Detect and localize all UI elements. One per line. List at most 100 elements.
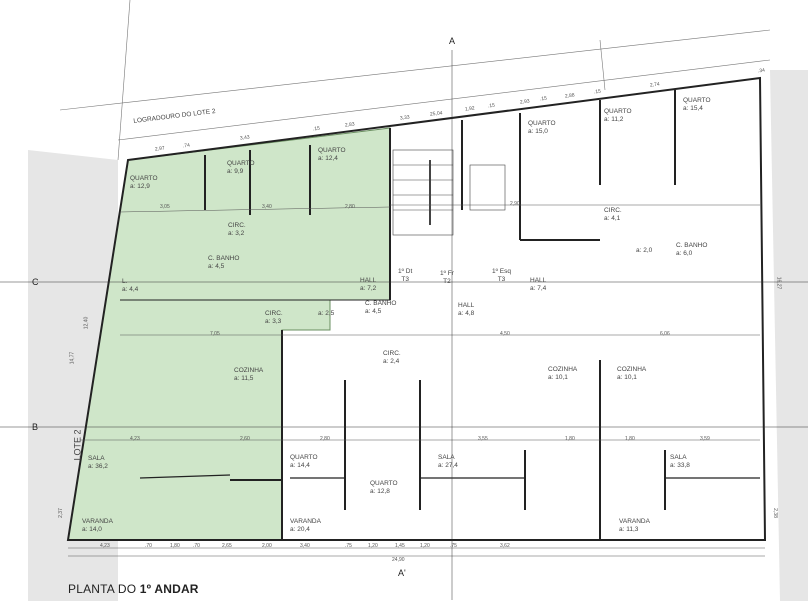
room-name: QUARTO <box>370 480 398 487</box>
room-name: COZINHA <box>617 366 647 373</box>
room-label: a: 2,5 <box>318 310 334 318</box>
dimension-label: 1,80 <box>625 436 635 442</box>
room-name: CIRC. <box>383 350 401 357</box>
dimension-lines <box>0 50 808 600</box>
dimension-label: 24,90 <box>392 557 405 563</box>
room-area: a: 14,0 <box>82 526 102 533</box>
room-area: a: 11,2 <box>604 116 624 123</box>
room-area: a: 36,2 <box>88 463 108 470</box>
dimension-label: 3,33 <box>399 114 411 122</box>
room-name: CIRC. <box>228 222 246 229</box>
dimension-label: 12,40 <box>83 316 90 330</box>
room-area: a: 2,0 <box>636 247 653 254</box>
dimension-label: 2,80 <box>345 204 355 210</box>
room-area: a: 11,3 <box>619 526 639 533</box>
room-name: SALA <box>88 455 105 462</box>
room-label: CIRC.a: 3,2 <box>228 222 246 238</box>
dimension-label: .34 <box>757 67 766 75</box>
room-area: a: 10,1 <box>617 374 637 381</box>
dimension-label: 25,04 <box>429 109 443 118</box>
dimension-label: 16,27 <box>775 276 782 290</box>
room-name: CIRC. <box>265 310 283 317</box>
room-area: a: 2,5 <box>318 310 335 317</box>
dimension-label: 4,23 <box>100 543 110 549</box>
room-area: a: 12,9 <box>130 183 150 190</box>
room-area: a: 7,4 <box>530 285 547 292</box>
room-name: QUARTO <box>290 454 318 461</box>
dimension-label: 1,80 <box>565 436 575 442</box>
room-name: VARANDA <box>82 518 113 525</box>
room-area: a: 12,8 <box>370 488 390 495</box>
dimension-label: 2,65 <box>222 543 232 549</box>
room-name: C. BANHO <box>365 300 397 307</box>
room-name: SALA <box>438 454 455 461</box>
dimension-label: .74 <box>182 142 191 150</box>
dimension-label: 1,20 <box>420 543 430 549</box>
dimension-label: 2,90 <box>510 201 520 207</box>
room-name: QUARTO <box>130 175 158 182</box>
dimension-label: .15 <box>312 125 321 133</box>
room-area: a: 12,4 <box>318 155 338 162</box>
room-name: C. BANHO <box>676 242 708 249</box>
room-name: CIRC. <box>604 207 622 214</box>
room-area: a: 4,1 <box>604 215 621 222</box>
dimension-label: 1,80 <box>170 543 180 549</box>
room-name: QUARTO <box>683 97 711 104</box>
room-label: CIRC.a: 3,3 <box>265 310 283 326</box>
stairs <box>392 149 506 236</box>
room-label: CIRC.a: 2,4 <box>383 350 401 366</box>
neighbor-lot-right <box>770 70 808 601</box>
section-mark-a: A <box>449 36 456 46</box>
dimension-label: 3,62 <box>500 543 510 549</box>
dimension-label: .15 <box>487 102 496 110</box>
room-area: a: 15,0 <box>528 128 548 135</box>
room-area: a: 6,0 <box>676 250 693 257</box>
room-area: a: 11,5 <box>234 375 254 382</box>
dimension-label: .75 <box>345 543 352 549</box>
dimension-label: .70 <box>145 543 152 549</box>
room-name: L. <box>122 278 128 285</box>
dimension-label: 3,40 <box>300 543 310 549</box>
room-area: a: 7,2 <box>360 285 377 292</box>
dimension-label: 4,50 <box>500 331 510 337</box>
room-label: CIRC.a: 4,1 <box>604 207 622 223</box>
room-name: SALA <box>670 454 687 461</box>
room-label: a: 2,0 <box>636 247 652 255</box>
section-mark-a-prime: A' <box>398 568 406 578</box>
room-area: a: 3,2 <box>228 230 245 237</box>
room-name: QUARTO <box>227 160 255 167</box>
room-area: a: 33,8 <box>670 462 690 469</box>
room-area: a: 20,4 <box>290 526 310 533</box>
room-name: VARANDA <box>619 518 650 525</box>
dimension-label: 2,93 <box>519 98 531 106</box>
room-name: QUARTO <box>604 108 632 115</box>
room-area: a: 4,4 <box>122 286 139 293</box>
dimension-label: 2,60 <box>240 436 250 442</box>
dimension-label: 3,05 <box>160 204 170 210</box>
room-name: HALL <box>530 277 547 284</box>
axis-mark-b: B <box>32 422 39 432</box>
lot-lines <box>59 0 771 161</box>
dimension-label: 1,45 <box>395 543 405 549</box>
dimension-label: 2,83 <box>344 121 356 129</box>
